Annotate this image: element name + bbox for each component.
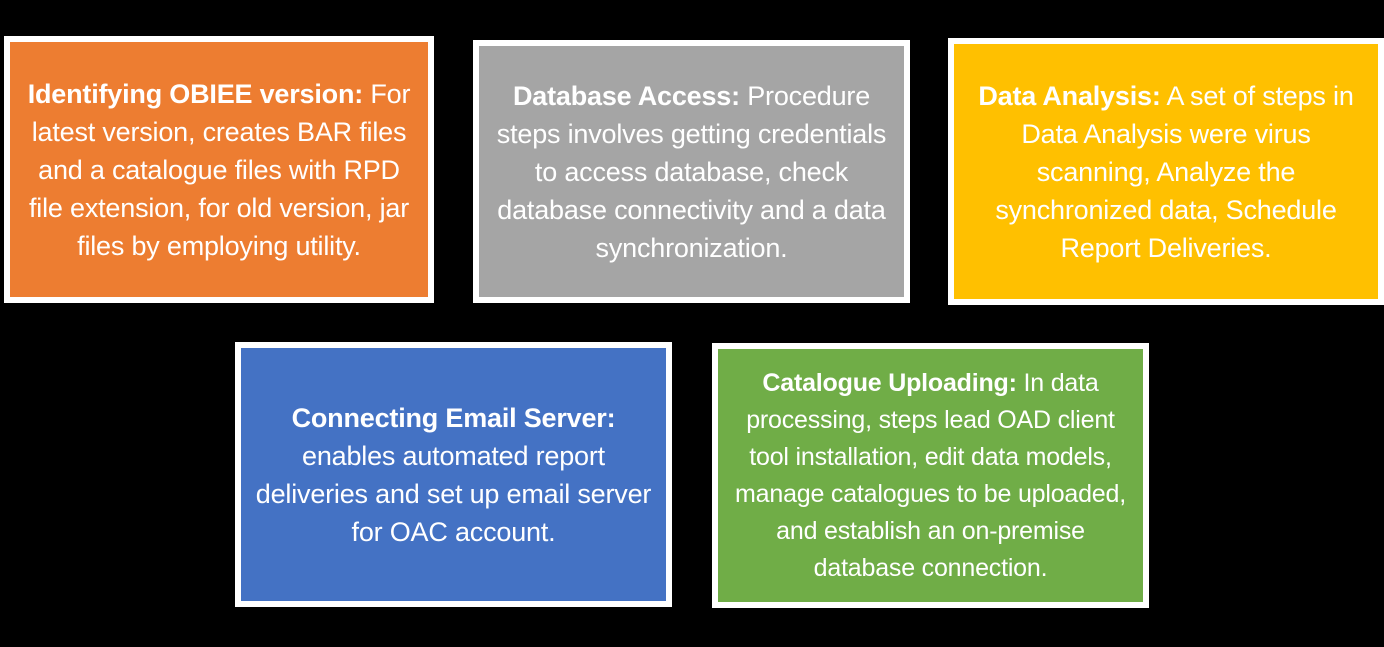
card-data-analysis: Data Analysis: A set of steps in Data An…	[948, 38, 1384, 305]
card-body-text: In data processing, steps lead OAD clien…	[735, 368, 1126, 582]
card-body-text: Procedure steps involves getting credent…	[496, 80, 887, 263]
card-text: Connecting Email Server: enables automat…	[241, 399, 666, 551]
card-body-text: enables automated report deliveries and …	[255, 440, 652, 547]
card-text: Database Access: Procedure steps involve…	[479, 77, 904, 267]
card-text: Identifying OBIEE version: For latest ve…	[10, 75, 428, 265]
card-body-text: For latest version, creates BAR files an…	[29, 78, 411, 261]
card-title: Catalogue Uploading:	[762, 368, 1017, 397]
card-title: Data Analysis:	[978, 80, 1161, 111]
card-title: Identifying OBIEE version:	[27, 78, 364, 109]
card-title: Database Access:	[512, 80, 740, 111]
card-identifying-obiee-version: Identifying OBIEE version: For latest ve…	[4, 36, 434, 303]
card-database-access: Database Access: Procedure steps involve…	[473, 40, 910, 303]
card-catalogue-uploading: Catalogue Uploading: In data processing,…	[712, 343, 1149, 608]
card-text: Data Analysis: A set of steps in Data An…	[954, 77, 1378, 267]
card-title: Connecting Email Server:	[291, 402, 616, 433]
card-connecting-email-server: Connecting Email Server: enables automat…	[235, 342, 672, 607]
card-text: Catalogue Uploading: In data processing,…	[718, 365, 1143, 587]
card-body-text: A set of steps in Data Analysis were vir…	[995, 80, 1354, 263]
